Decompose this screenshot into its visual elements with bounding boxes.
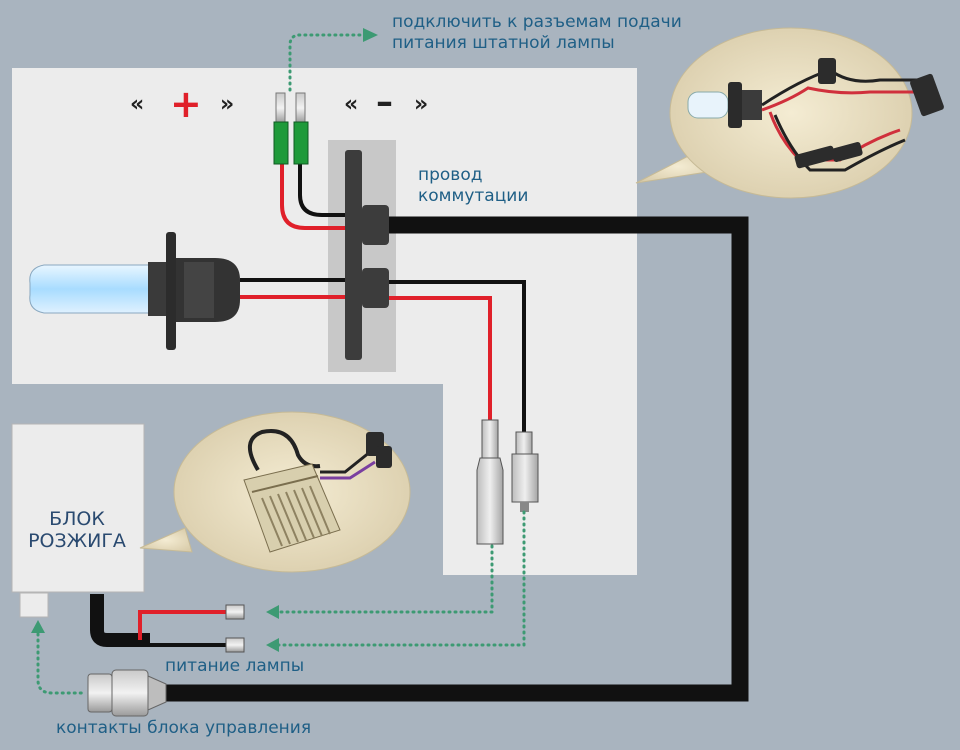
minus-close-quote: » [414,92,429,117]
terminal-wire-red [280,163,345,230]
power-wire-black [138,640,228,647]
connector-bar [345,150,362,360]
switch-wire-label-line1: провод [418,165,483,185]
xenon-lamp [29,232,240,350]
control-contacts-label: контакты блока управления [56,718,312,738]
ignition-block-panel [11,423,145,593]
main-black-cable [150,216,749,702]
terminal-plus-sleeve [273,121,289,165]
lamp-power-label: питание лампы [165,656,305,676]
power-wire-red [138,610,228,640]
connector-socket-bottom [362,268,389,308]
dotted-guide-lines [36,33,526,695]
terminal-minus-pin [295,92,306,124]
plug-wire-black [389,280,526,432]
dotted-arrowheads [31,28,378,652]
control-plug [87,669,167,717]
plug-red-wire [476,419,504,545]
terminal-minus-sleeve [293,121,309,165]
ballast-photo-bubble [139,411,411,573]
plus-close-quote: » [220,92,235,117]
ignition-output-cable [90,594,150,647]
plug-wire-red [389,296,492,420]
terminal-wire-black [298,163,345,217]
harness-photo-bubble [635,27,944,199]
switch-wire-label-line2: коммутации [418,186,529,206]
power-terminal-black [225,637,245,653]
ignition-block-tab [19,592,49,618]
ignition-block-label-line2: РОЗЖИГА [28,530,126,552]
plus-open-quote: « [130,92,145,117]
connector-socket-top [362,205,389,245]
minus-sign: – [376,82,393,122]
light-panel [12,68,637,575]
terminal-plus-pin [275,92,286,124]
plus-sign: + [170,82,202,126]
ignition-block-label-line1: БЛОК [49,508,105,530]
plug-black-wire [511,431,539,512]
power-terminal-red [225,604,245,620]
connect-label-line2: питания штатной лампы [392,33,615,53]
minus-open-quote: « [344,92,359,117]
connect-label-line1: подключить к разъемам подачи [392,12,682,32]
